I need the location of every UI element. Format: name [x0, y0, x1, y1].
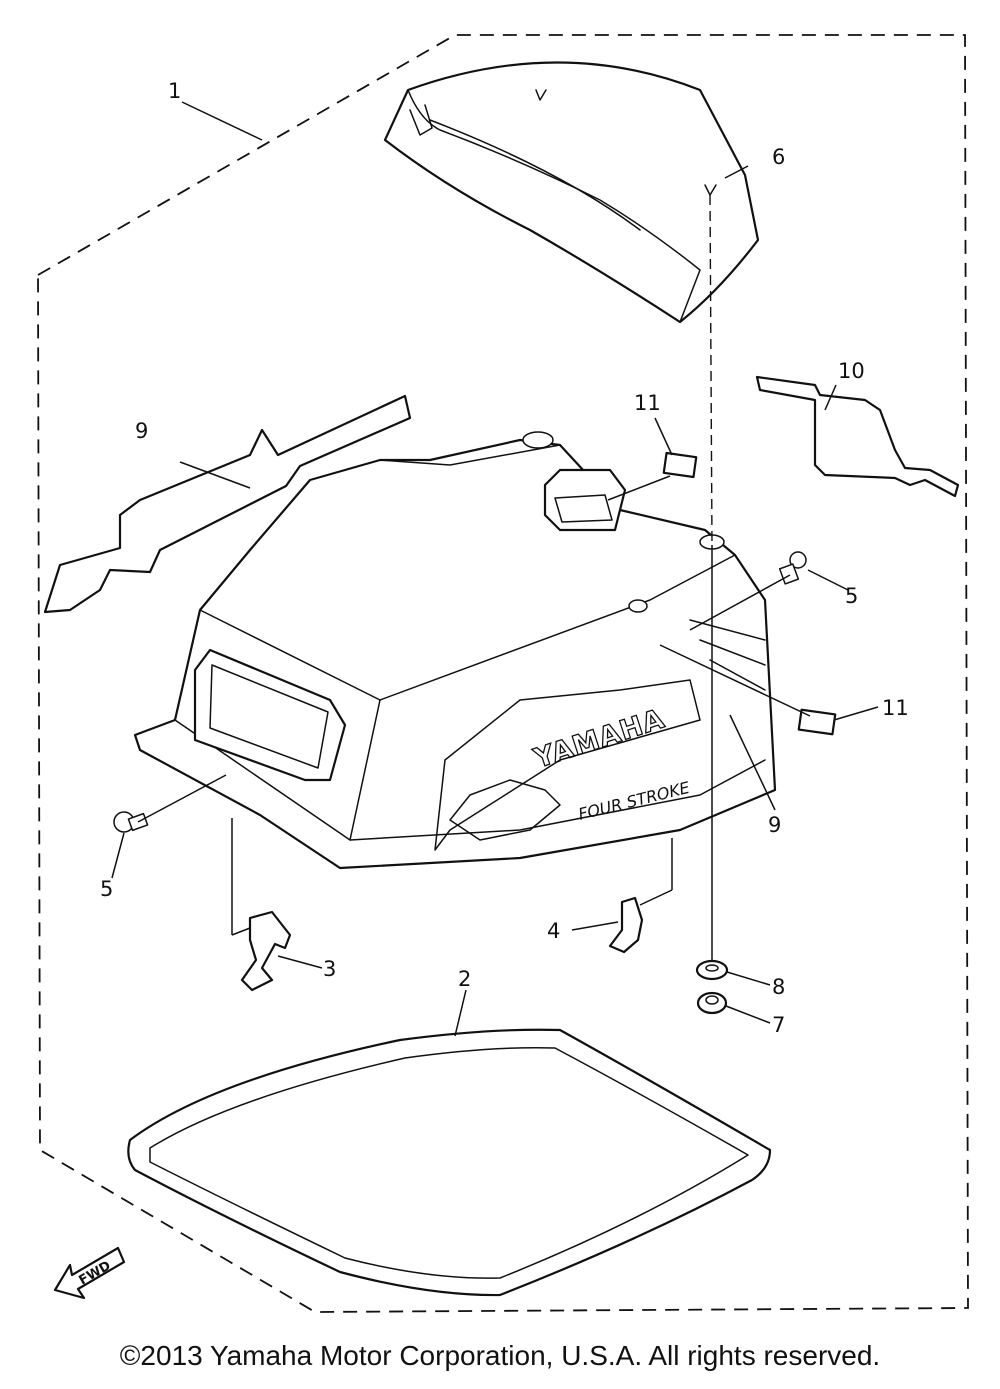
part-bracket-left	[240, 910, 292, 992]
callout-10: 10	[838, 359, 865, 383]
part-bolt-left	[113, 811, 149, 833]
part-top-cover	[383, 61, 760, 324]
part-top-cowling: YAMAHA FOUR STROKE	[133, 431, 777, 870]
callout-9-left: 9	[135, 419, 148, 443]
part-pad-upper	[662, 451, 698, 479]
callout-11-lower: 11	[882, 696, 909, 720]
part-washer	[695, 959, 729, 981]
part-seal	[127, 1028, 772, 1297]
callout-9-right: 9	[768, 813, 781, 837]
callout-8: 8	[772, 975, 785, 999]
decal-right	[755, 375, 960, 498]
callout-7: 7	[772, 1013, 785, 1037]
callout-5-right: 5	[845, 584, 858, 608]
callout-numbers: 1 2 3 4 5 5 6 7 8 9 9 10 11 11	[100, 79, 909, 1037]
callout-4: 4	[547, 919, 560, 943]
assembly-boundary	[37, 34, 969, 1313]
leader-lines	[111, 101, 879, 1037]
part-nut	[696, 991, 728, 1015]
decal-left	[43, 394, 412, 614]
part-bracket-right	[608, 896, 644, 954]
callout-1: 1	[168, 79, 181, 103]
callout-6: 6	[772, 145, 785, 169]
callout-2: 2	[458, 967, 471, 991]
part-pad-lower	[797, 708, 837, 736]
callout-11-upper: 11	[634, 391, 661, 415]
callout-5-left: 5	[100, 877, 113, 901]
forward-direction-arrow-icon: FWD	[53, 1246, 126, 1300]
copyright-notice: ©2013 Yamaha Motor Corporation, U.S.A. A…	[119, 1340, 881, 1371]
callout-3: 3	[323, 957, 336, 981]
